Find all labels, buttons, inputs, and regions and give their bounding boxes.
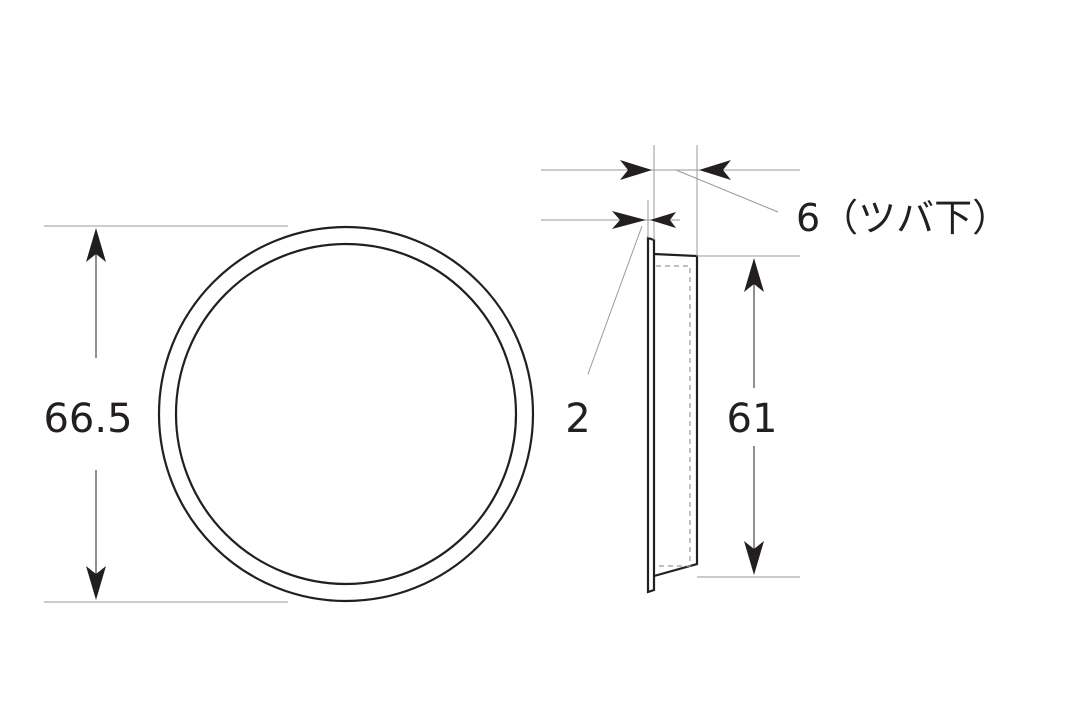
- arrow-right-icon: [620, 160, 652, 180]
- arrow-left-icon: [699, 160, 731, 180]
- leader-line-2: [587, 225, 643, 375]
- body-diameter-label: 61: [727, 396, 778, 442]
- body-inner-circle: [174, 242, 518, 586]
- arrow-up-icon: [86, 228, 106, 262]
- arrow-right-small-icon: [612, 211, 646, 229]
- outer-diameter-label: 66.5: [43, 396, 132, 442]
- flange-thickness-label: 2: [565, 396, 590, 442]
- front-view: 66.5: [43, 225, 535, 603]
- arrow-down-61-icon: [744, 541, 764, 575]
- leader-line-6: [675, 169, 779, 213]
- arrow-down-icon: [86, 566, 106, 600]
- body-profile: [653, 252, 699, 578]
- flange-profile: [646, 236, 656, 594]
- inner-hidden-line: [656, 265, 691, 567]
- arrow-left-small-icon: [650, 212, 676, 228]
- flange-outer-circle: [157, 225, 535, 603]
- side-view: 6（ツバ下） 2 61: [541, 145, 1010, 594]
- depth-label: 6（ツバ下）: [796, 196, 1010, 240]
- arrow-up-61-icon: [744, 258, 764, 292]
